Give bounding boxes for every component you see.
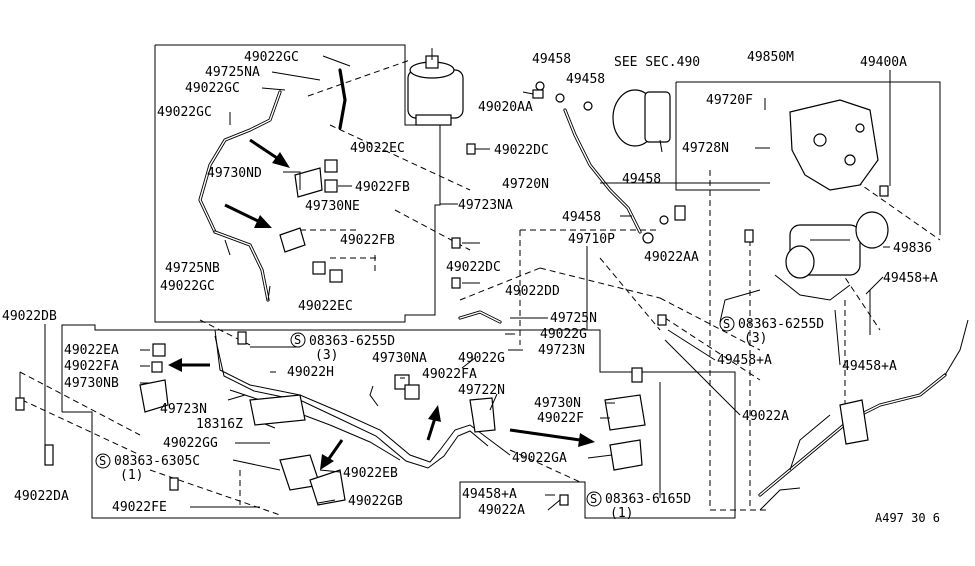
callout-49022EC-2: 49022EC [298, 299, 353, 314]
screw-symbol-icon: S [290, 332, 306, 348]
callout-49022F: 49022F [537, 411, 584, 426]
callout-qty3-1: (3) [315, 348, 338, 363]
callout-49022GA: 49022GA [512, 451, 567, 466]
svg-text:S: S [723, 317, 730, 331]
callout-qty3-2: (3) [744, 331, 767, 346]
callout-49022FE: 49022FE [112, 500, 167, 515]
callout-49022EA: 49022EA [64, 343, 119, 358]
callout-49725N: 49725N [550, 311, 597, 326]
parts [15, 48, 889, 506]
callout-49730N: 49730N [534, 396, 581, 411]
callout-49022GC-top: 49022GC [244, 50, 299, 65]
direction-arrow-icon [249, 138, 290, 168]
callout-leaders [19, 55, 891, 511]
callout-49022G-1: 49022G [540, 327, 587, 342]
callout-49022DD: 49022DD [505, 284, 560, 299]
callout-49458A-3: 49458+A [842, 359, 897, 374]
callout-49022FB-2: 49022FB [340, 233, 395, 248]
svg-text:S: S [590, 492, 597, 506]
callout-49722N: 49722N [458, 383, 505, 398]
callout-49723N-1: 49723N [538, 343, 585, 358]
frame-lines [61, 44, 941, 519]
callout-49022A-2: 49022A [478, 503, 525, 518]
callout-qty1-1: (1) [120, 468, 143, 483]
screw-symbols: S S S S [95, 316, 735, 507]
callout-49022GC-2: 49022GC [185, 81, 240, 96]
callout-49730ND: 49730ND [207, 166, 262, 181]
sec490-unit [612, 89, 671, 153]
callout-49022FB-1: 49022FB [355, 180, 410, 195]
callout-qty1-2: (1) [610, 506, 633, 521]
svg-text:S: S [99, 454, 106, 468]
callout-49022GG: 49022GG [163, 436, 218, 451]
callout-08363-6305C: 08363-6305C [114, 454, 200, 469]
direction-arrow-icon [426, 405, 441, 441]
callout-49725NA: 49725NA [205, 65, 260, 80]
callout-49022FA-1: 49022FA [64, 359, 119, 374]
diagram-reference-code: A497 30 6 [875, 511, 940, 525]
callout-49458A-1: 49458+A [883, 271, 938, 286]
callout-49022DC-2: 49022DC [446, 260, 501, 275]
callout-49022H: 49022H [287, 365, 334, 380]
callout-18316Z: 18316Z [196, 417, 243, 432]
callout-49723N-2: 49723N [160, 402, 207, 417]
callout-49022FA-2: 49022FA [422, 367, 477, 382]
callout-49458-c: 49458 [622, 172, 661, 187]
callout-08363-6255D-2: 08363-6255D [738, 317, 824, 332]
pump-bracket [789, 99, 879, 191]
callout-08363-6165D: 08363-6165D [605, 492, 691, 507]
callout-see-sec: SEE SEC.490 [614, 55, 700, 70]
direction-arrows [168, 138, 595, 470]
reservoir-tank [407, 48, 464, 126]
svg-text:S: S [294, 333, 301, 347]
callout-49730NA: 49730NA [372, 351, 427, 366]
callout-49720F: 49720F [706, 93, 753, 108]
direction-arrow-icon [168, 358, 210, 372]
dashed-leaders [19, 59, 941, 516]
callout-49458A-2: 49458+A [717, 353, 772, 368]
callout-49458A-4: 49458+A [462, 487, 517, 502]
callout-49458-a: 49458 [532, 52, 571, 67]
callout-49458-b: 49458 [566, 72, 605, 87]
callout-49458-d: 49458 [562, 210, 601, 225]
callout-49022DC-1: 49022DC [494, 143, 549, 158]
screw-symbol-icon: S [719, 316, 735, 332]
callout-49022EC: 49022EC [350, 141, 405, 156]
callout-49022AA: 49022AA [644, 250, 699, 265]
callout-49730NB: 49730NB [64, 376, 119, 391]
callout-49836: 49836 [893, 241, 932, 256]
callout-49020AA: 49020AA [478, 100, 533, 115]
callout-49728N: 49728N [682, 141, 729, 156]
direction-arrow-icon [509, 428, 595, 447]
callout-49723NA: 49723NA [458, 198, 513, 213]
callout-49022GC-4: 49022GC [160, 279, 215, 294]
callout-49720N: 49720N [502, 177, 549, 192]
direction-arrow-icon [320, 439, 344, 470]
callout-49022DA: 49022DA [14, 489, 69, 504]
callout-49730NE: 49730NE [305, 199, 360, 214]
callout-49850M: 49850M [747, 50, 794, 65]
screw-symbol-icon: S [95, 453, 111, 469]
callout-49022EB: 49022EB [343, 466, 398, 481]
callout-49400A: 49400A [860, 55, 907, 70]
callout-49710P: 49710P [568, 232, 615, 247]
screw-symbol-icon: S [586, 491, 602, 507]
callout-labels: 49022GC 49725NA 49022GC 49022GC 49022EC … [2, 50, 940, 525]
callout-49022GB: 49022GB [348, 494, 403, 509]
callout-49725NB: 49725NB [165, 261, 220, 276]
callout-08363-6255D-1: 08363-6255D [309, 334, 395, 349]
callout-49022G-2: 49022G [458, 351, 505, 366]
power-steering-pump [785, 211, 889, 279]
callout-49022GC-3: 49022GC [157, 105, 212, 120]
direction-arrow-icon [224, 203, 272, 228]
callout-49022DB: 49022DB [2, 309, 57, 324]
callout-49022A-1: 49022A [742, 409, 789, 424]
